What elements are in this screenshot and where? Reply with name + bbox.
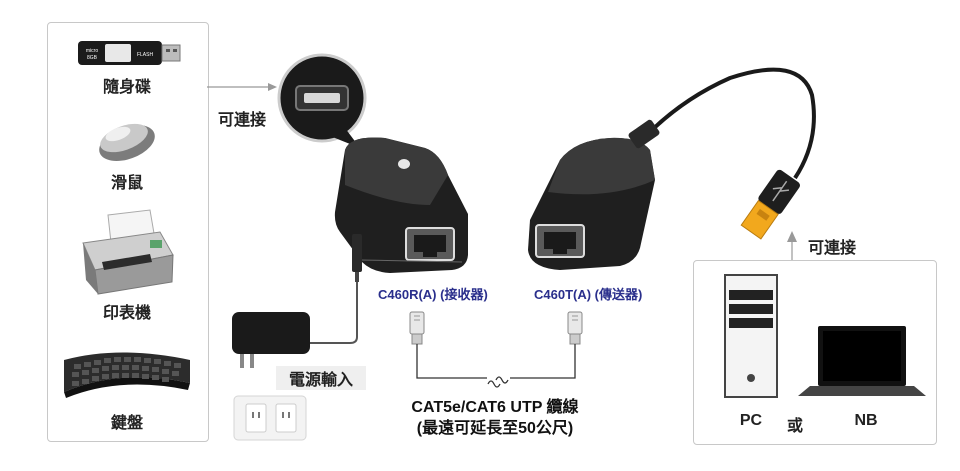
printer-icon [82,209,174,295]
usb-brand-text: micro [86,48,98,54]
connectable-right-label: 可連接 [807,240,856,257]
nb-label: NB [854,412,878,429]
transmitter-label: C460T(A) (傳送器) [534,287,643,302]
usb-flash-text: FLASH [137,52,154,58]
usb-plug-icon [740,169,800,240]
transmitter-device-icon [528,137,655,270]
usb-size-text: 8GB [87,55,98,61]
power-adapter-icon [232,234,362,368]
laptop-icon [798,326,926,396]
connect-arrow-left [207,83,277,91]
power-input-label: 電源輸入 [276,366,366,390]
usb-cable [628,67,816,180]
rj45-plug-right-icon [567,311,583,345]
device-label-printer: 印表機 [102,305,151,322]
usb-port-bubble-icon [277,53,367,148]
keyboard-icon [64,352,190,398]
receiver-label: C460R(A) (接收器) [378,287,488,302]
rj45-plug-left-icon [409,311,425,345]
or-label: 或 [786,418,803,435]
pc-tower-icon [724,274,778,398]
mouse-icon [99,123,155,162]
connect-arrow-right [787,231,797,260]
wall-outlet-icon [233,395,307,441]
usb-flash-drive-icon: micro 8GB FLASH [78,41,181,65]
device-label-usb-drive: 隨身碟 [102,79,151,96]
cable-note: (最遠可延長至50公尺) [416,420,574,437]
cable-title: CAT5e/CAT6 UTP 纜線 [411,399,579,416]
connectable-left-label: 可連接 [217,112,266,129]
pc-label: PC [739,412,763,429]
network-cable [416,344,576,388]
receiver-device-icon [334,137,468,273]
device-label-keyboard: 鍵盤 [110,415,143,432]
device-label-mouse: 滑鼠 [110,175,143,192]
